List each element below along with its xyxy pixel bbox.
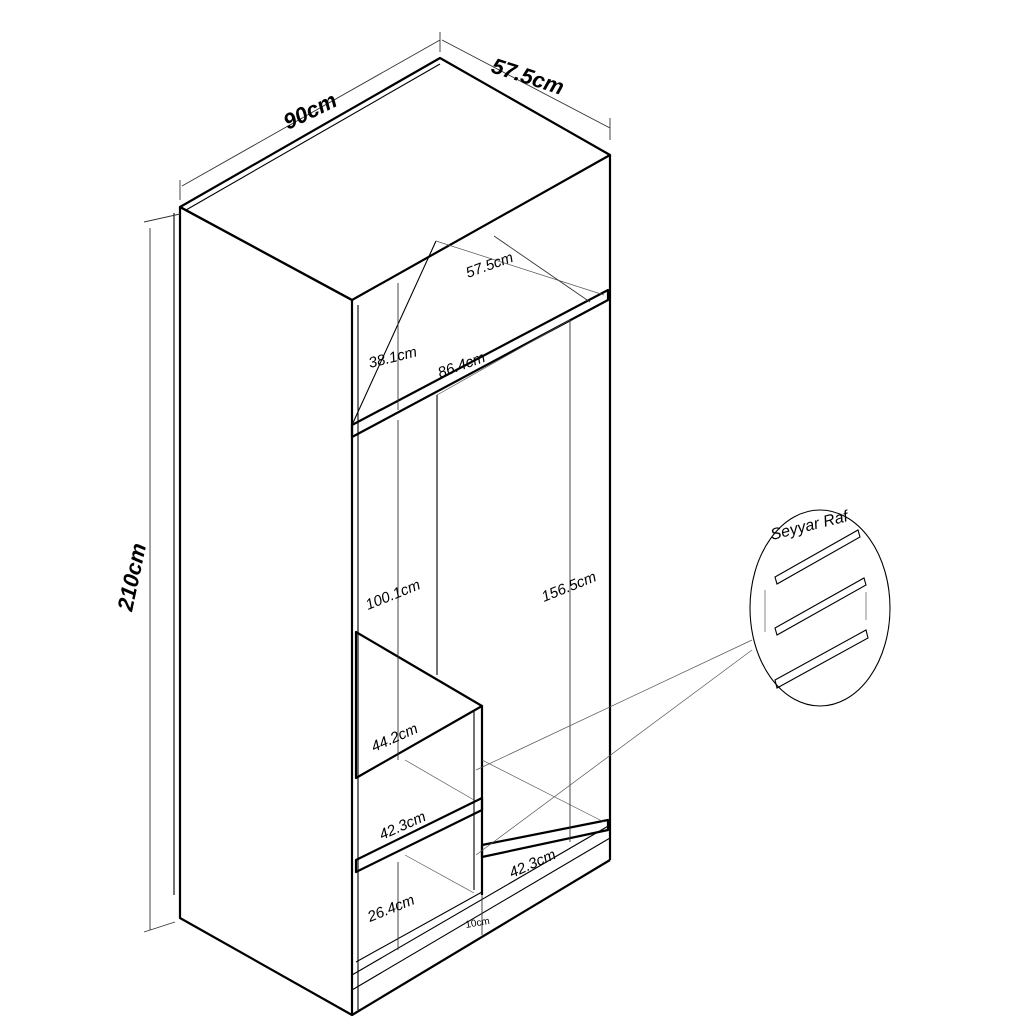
detail-callout <box>749 509 891 707</box>
plinth-height-label: 10cm <box>465 916 491 931</box>
bottom-front-edge <box>351 859 611 1016</box>
top-compartment-height-label: 38.1cm <box>367 343 419 371</box>
cabinet-body <box>173 56 612 1017</box>
height-label: 210cm <box>112 541 151 614</box>
bottom-right-width-label: 42.3cm <box>507 846 559 882</box>
detail-title: Seyyar Raf <box>769 508 851 544</box>
inner-unit-shelf <box>354 796 484 874</box>
top-shelf-depth-label: 57.5cm <box>464 249 516 282</box>
top-shelf-back <box>435 240 605 296</box>
middle-height-label: 100.1cm <box>363 576 423 613</box>
top-shelf-front <box>350 288 610 439</box>
inner-unit-bottom <box>355 891 483 963</box>
detail-shelf-1 <box>774 529 861 585</box>
detail-circle <box>749 509 891 707</box>
rail-line <box>436 319 571 396</box>
lower-shelf-width-label: 42.3cm <box>377 808 429 844</box>
left-side-panel <box>178 205 354 1017</box>
dimension-lines <box>143 32 753 950</box>
small-shelf-width-label: 44.2cm <box>369 720 421 756</box>
inner-unit-top <box>354 630 484 780</box>
inner-unit <box>354 630 484 963</box>
detail-shelf-3 <box>774 629 869 689</box>
bottom-shelf <box>480 818 610 859</box>
detail-shelf-2 <box>774 577 867 636</box>
shelf-width-label: 86.4cm <box>436 349 488 382</box>
plinth-top <box>351 824 611 976</box>
right-height-label: 156.5cm <box>539 568 599 605</box>
width-label: 90cm <box>279 87 341 134</box>
top-shelf-left <box>351 240 437 426</box>
inner-bottom-back <box>404 854 475 894</box>
bottom-compartment-height-label: 26.4cm <box>364 892 417 927</box>
top-inner-edge <box>185 63 441 211</box>
top-shelf <box>350 240 610 439</box>
plinth-edge <box>351 837 611 991</box>
bottom-shelf-back <box>481 759 605 823</box>
inner-shelf-back <box>404 759 475 801</box>
